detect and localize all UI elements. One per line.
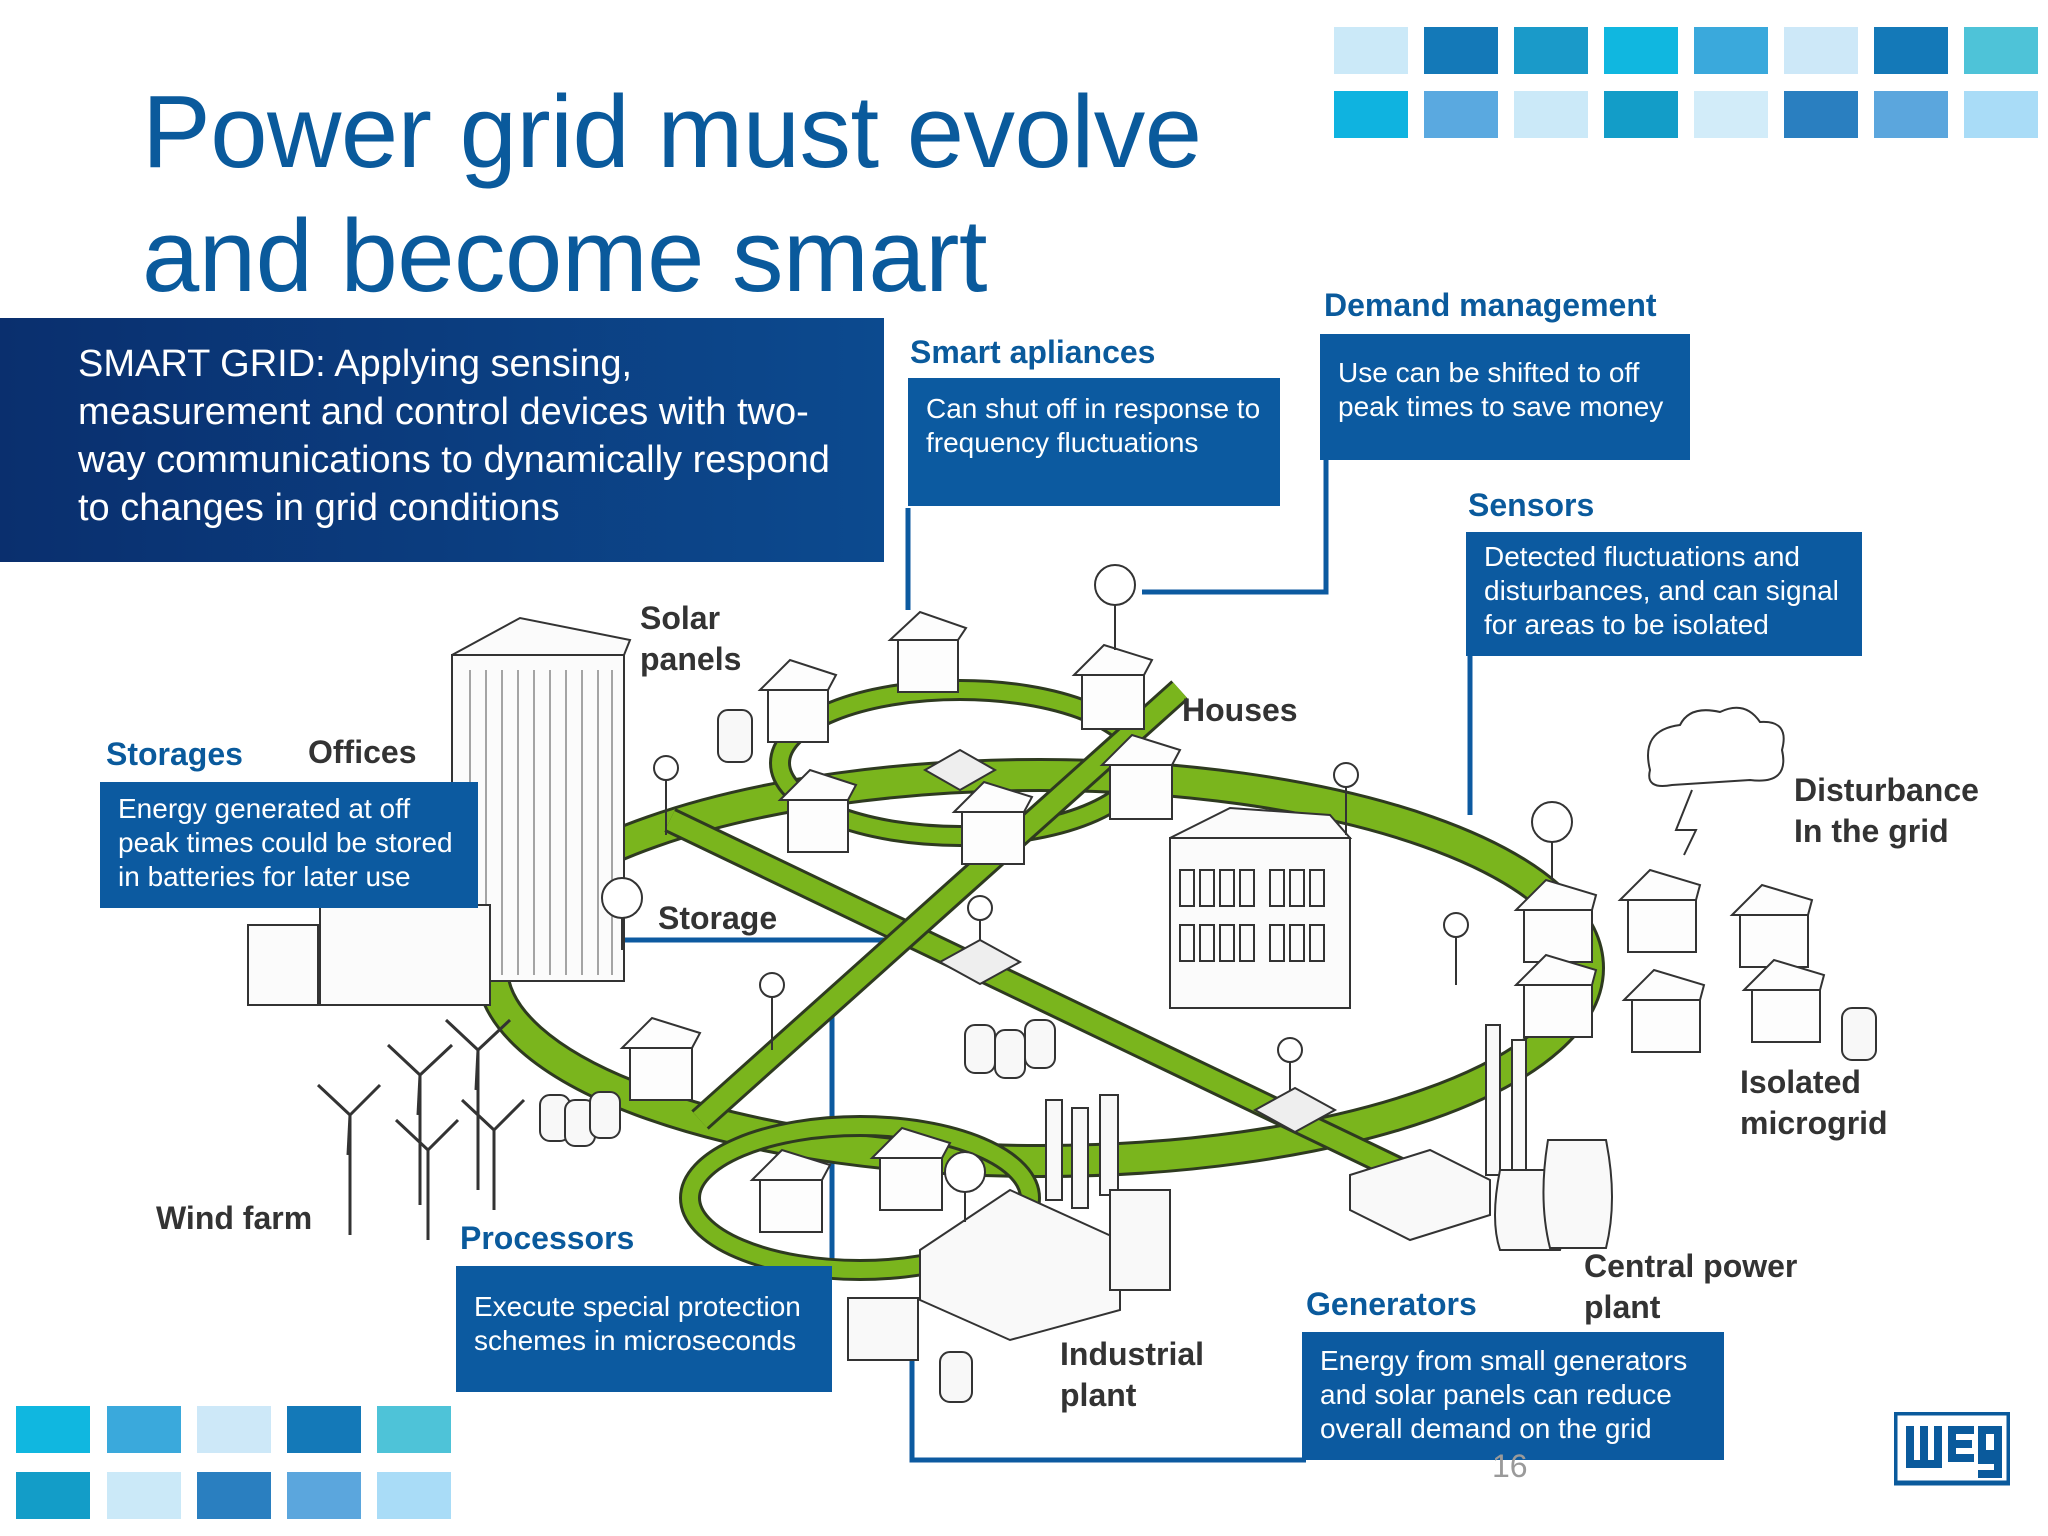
storage-label: Storage — [658, 900, 778, 936]
sensors-text: Detected fluctuations and disturbances, … — [1484, 541, 1839, 640]
industrial-plant-label: Industrial plant — [1060, 1336, 1205, 1413]
generators-title: Generators — [1306, 1286, 1477, 1322]
storage-tank-icons — [539, 709, 1877, 1403]
solar-panels-label: Solar panels — [640, 600, 742, 677]
storages-title: Storages — [106, 736, 243, 772]
junction-pad-icons — [922, 748, 1338, 1134]
demand-management-box: Use can be shifted to off peak times to … — [1320, 334, 1690, 460]
smart-grid-definition-box: SMART GRID: Applying sensing, measuremen… — [0, 318, 884, 562]
processors-title: Processors — [460, 1220, 635, 1256]
industrial-plant-icon — [847, 1094, 1171, 1361]
office-tower-icon — [247, 616, 632, 1006]
processors-box: Execute special protection schemes in mi… — [456, 1266, 832, 1392]
offices-label: Offices — [308, 734, 417, 770]
weg-logo-mark — [1892, 1410, 2012, 1486]
weg-logo — [1892, 1410, 2012, 1494]
sensors-box: Detected fluctuations and disturbances, … — [1466, 532, 1862, 656]
title-line-2: and become smart — [142, 198, 988, 313]
page-title: Power grid must evolve and become smart — [142, 70, 1202, 318]
wind-farm-label: Wind farm — [156, 1200, 313, 1236]
generators-box: Energy from small generators and solar p… — [1302, 1332, 1724, 1460]
page-number: 16 — [1492, 1448, 1528, 1484]
generators-text: Energy from small generators and solar p… — [1320, 1345, 1688, 1444]
title-line-1: Power grid must evolve — [142, 74, 1202, 189]
smart-appliances-box: Can shut off in response to frequency fl… — [908, 378, 1280, 506]
house-icons — [619, 610, 1826, 1233]
central-power-plant-icon — [1349, 1024, 1613, 1251]
smart-appliances-text: Can shut off in response to frequency fl… — [926, 393, 1261, 458]
storages-box: Energy generated at off peak times could… — [100, 782, 478, 908]
smart-appliances-title: Smart apliances — [910, 334, 1156, 370]
storm-cloud-icon — [1647, 706, 1785, 856]
processors-text: Execute special protection schemes in mi… — [474, 1291, 801, 1356]
sensor-meter-icons — [601, 564, 1573, 1222]
smart-grid-definition-text: SMART GRID: Applying sensing, measuremen… — [78, 343, 830, 529]
houses-label: Houses — [1182, 692, 1298, 728]
isolated-microgrid-label: Isolated microgrid — [1740, 1064, 1888, 1141]
demand-management-text: Use can be shifted to off peak times to … — [1338, 357, 1664, 422]
sensors-title: Sensors — [1468, 487, 1595, 523]
disturbance-label: Disturbance In the grid — [1794, 772, 1979, 849]
central-power-plant-label: Central power plant — [1584, 1248, 1798, 1325]
storages-text: Energy generated at off peak times could… — [118, 793, 453, 892]
apartment-building-icon — [1169, 806, 1353, 1009]
wind-turbine-icons — [316, 1018, 526, 1240]
demand-management-title: Demand management — [1324, 287, 1657, 323]
